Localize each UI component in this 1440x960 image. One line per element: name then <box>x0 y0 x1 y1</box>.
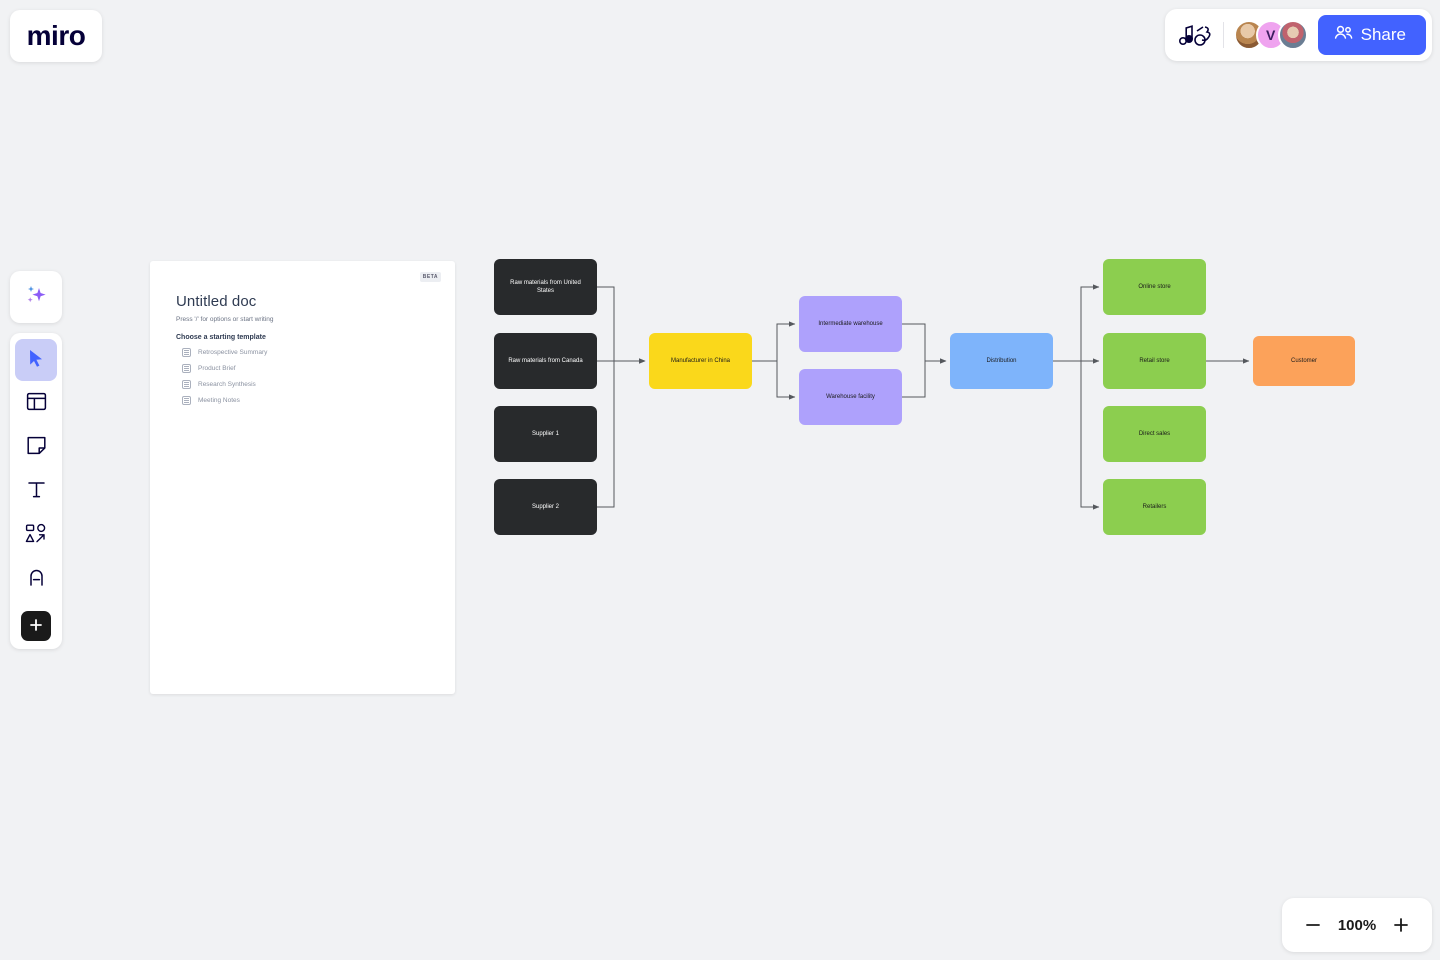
node-label: Direct sales <box>1138 430 1171 437</box>
node-label: Raw materials from United States <box>510 279 581 294</box>
shapes-tool[interactable] <box>15 515 57 557</box>
zoom-in-button[interactable] <box>1384 908 1418 942</box>
node-label: Raw materials from Canada <box>508 357 583 364</box>
music-notes-icon[interactable] <box>1178 24 1213 46</box>
shapes-icon <box>25 523 47 550</box>
sparkles-icon <box>23 282 49 313</box>
diagram-node-customer[interactable]: Customer <box>1253 336 1355 386</box>
diagram-node-retail[interactable]: Retail store <box>1103 333 1206 389</box>
select-tool[interactable] <box>15 339 57 381</box>
zoom-level[interactable]: 100% <box>1337 916 1377 934</box>
beta-badge: BETA <box>419 272 441 282</box>
top-right-bar: V Share <box>1164 9 1432 61</box>
diagram-node-supplier2[interactable]: Supplier 2 <box>494 479 597 535</box>
node-label: Manufacturer in China <box>670 357 731 364</box>
edge-supplier2-to-manufact <box>597 358 646 508</box>
node-label: Warehouse facility <box>826 393 875 400</box>
template-icon <box>26 391 47 417</box>
template-item-retrospective-summary[interactable]: Retrospective Summary <box>176 348 429 357</box>
zoom-out-button[interactable] <box>1296 908 1330 942</box>
diagram-node-manufact[interactable]: Manufacturer in China <box>649 333 752 389</box>
node-label: Distribution <box>986 357 1017 364</box>
share-label: Share <box>1360 25 1406 44</box>
divider <box>1222 22 1224 48</box>
doc-placeholder[interactable]: Press '/' for options or start writing <box>176 316 274 323</box>
more-apps-tool[interactable] <box>21 611 51 641</box>
node-label: Supplier 1 <box>531 430 560 437</box>
document-icon <box>182 348 191 357</box>
document-icon <box>182 364 191 373</box>
doc-title[interactable]: Untitled doc <box>176 293 257 310</box>
text-tool[interactable] <box>15 471 57 513</box>
share-button[interactable]: Share <box>1317 15 1426 55</box>
left-toolbar <box>10 333 62 649</box>
avatar[interactable] <box>1277 20 1308 50</box>
doc-card[interactable]: BETA Untitled doc Press '/' for options … <box>150 261 455 694</box>
diagram-node-raw_us[interactable]: Raw materials from United States <box>494 259 597 315</box>
edge-distrib-to-online <box>1053 284 1100 362</box>
edge-manufact-to-wh_fac <box>752 360 796 400</box>
zoom-control: 100% <box>1282 898 1432 952</box>
template-label: Meeting Notes <box>198 397 240 404</box>
node-label: Supplier 2 <box>531 503 560 510</box>
diagram-node-online[interactable]: Online store <box>1103 259 1206 315</box>
diagram-node-supplier1[interactable]: Supplier 1 <box>494 406 597 462</box>
sticky-note-tool[interactable] <box>15 427 57 469</box>
miro-logo[interactable]: miro <box>10 10 102 62</box>
ai-sparkle-tool[interactable] <box>10 271 62 323</box>
diagram-node-int_wh[interactable]: Intermediate warehouse <box>799 296 902 352</box>
plus-icon <box>29 617 43 636</box>
edge-raw_us-to-manufact <box>597 286 646 364</box>
pen-tool[interactable] <box>15 559 57 601</box>
diagram-node-raw_ca[interactable]: Raw materials from Canada <box>494 333 597 389</box>
diagram-node-direct[interactable]: Direct sales <box>1103 406 1206 462</box>
sticky-note-icon <box>26 435 47 461</box>
template-item-meeting-notes[interactable]: Meeting Notes <box>176 396 429 405</box>
template-tool[interactable] <box>15 383 57 425</box>
template-item-product-brief[interactable]: Product Brief <box>176 364 429 373</box>
document-icon <box>182 380 191 389</box>
cursor-icon <box>26 348 46 373</box>
document-icon <box>182 396 191 405</box>
edge-distrib-to-retailers <box>1053 360 1100 510</box>
diagram-node-wh_fac[interactable]: Warehouse facility <box>799 369 902 425</box>
text-icon <box>26 479 47 505</box>
node-label: Intermediate warehouse <box>818 320 883 327</box>
edge-manufact-to-int_wh <box>752 321 796 362</box>
pen-icon <box>26 567 47 593</box>
node-label: Retailers <box>1142 503 1167 510</box>
edge-wh_fac-to-distrib <box>902 358 947 398</box>
collaborator-avatars[interactable]: V <box>1233 20 1308 50</box>
node-label: Online store <box>1138 283 1171 290</box>
diagram-node-retailers[interactable]: Retailers <box>1103 479 1206 535</box>
node-label: Retail store <box>1139 357 1170 364</box>
edge-int_wh-to-distrib <box>902 323 947 364</box>
logo-text: miro <box>26 20 86 51</box>
template-item-research-synthesis[interactable]: Research Synthesis <box>176 380 429 389</box>
people-icon <box>1334 25 1353 45</box>
template-list: Retrospective Summary Product Brief Rese… <box>176 348 429 405</box>
diagram-node-distrib[interactable]: Distribution <box>950 333 1053 389</box>
template-label: Product Brief <box>198 365 236 372</box>
choose-template-label: Choose a starting template <box>176 334 266 341</box>
template-label: Retrospective Summary <box>198 349 268 356</box>
node-label: Customer <box>1290 357 1317 364</box>
template-label: Research Synthesis <box>198 381 256 388</box>
